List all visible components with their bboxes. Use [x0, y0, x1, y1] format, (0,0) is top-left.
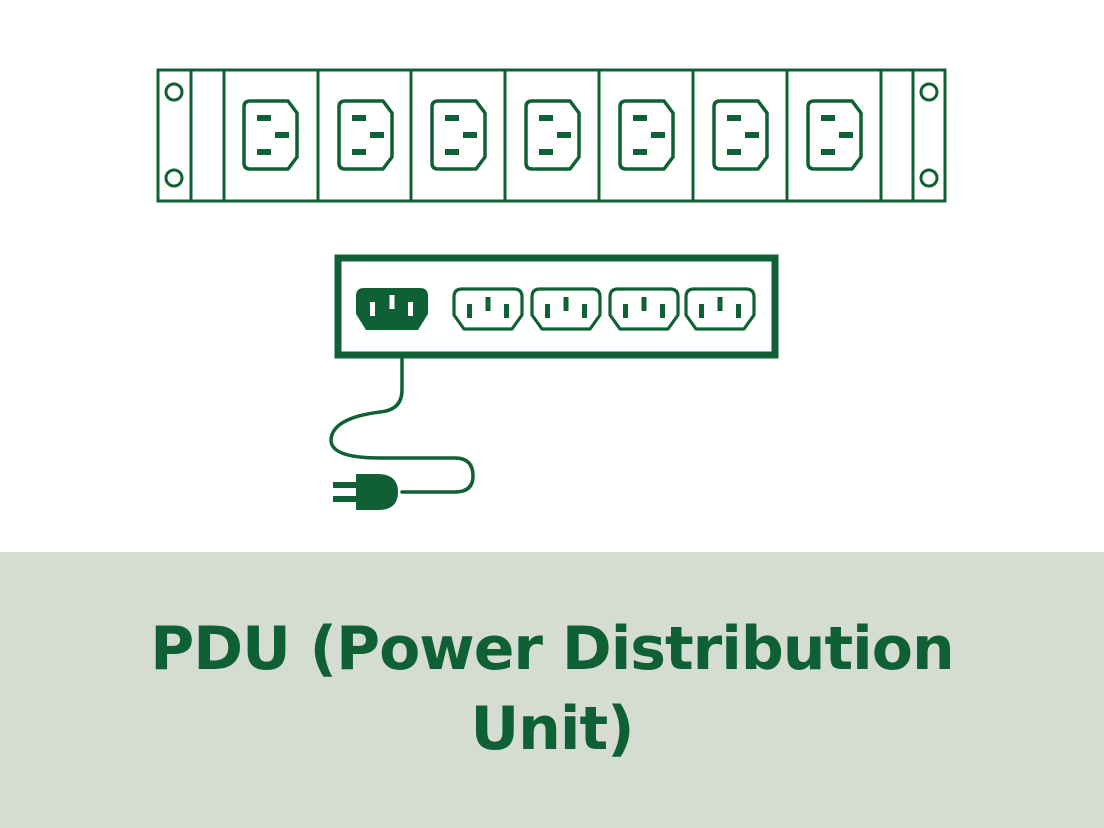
rack-pdu: [156, 68, 947, 203]
c13-outlet-icon: [806, 99, 863, 171]
c13-outlet-icon: [452, 287, 524, 331]
power-strip-body: [334, 254, 779, 359]
c13-outlet-icon: [608, 287, 680, 331]
c13-outlet-icon: [430, 99, 487, 171]
pdu-illustration: [156, 68, 947, 510]
c13-outlet-icon: [684, 287, 756, 331]
power-cord: [329, 354, 475, 494]
caption-band: PDU (Power Distribution Unit): [0, 552, 1104, 828]
c14-inlet-icon: [356, 288, 428, 330]
rack-pdu-body: [156, 68, 947, 203]
mount-hole-icon: [164, 168, 184, 188]
pdu-caption-title: PDU (Power Distribution Unit): [150, 614, 954, 764]
c13-outlet-icon: [530, 287, 602, 331]
power-plug-icon: [333, 474, 402, 510]
c13-outlet-icon: [337, 99, 394, 171]
c13-outlet-icon: [712, 99, 769, 171]
c13-outlet-icon: [242, 99, 299, 171]
power-strip: [329, 254, 779, 510]
mount-hole-icon: [919, 168, 939, 188]
c13-outlet-icon: [524, 99, 581, 171]
mount-hole-icon: [919, 82, 939, 102]
c13-outlet-icon: [618, 99, 675, 171]
mount-hole-icon: [164, 82, 184, 102]
